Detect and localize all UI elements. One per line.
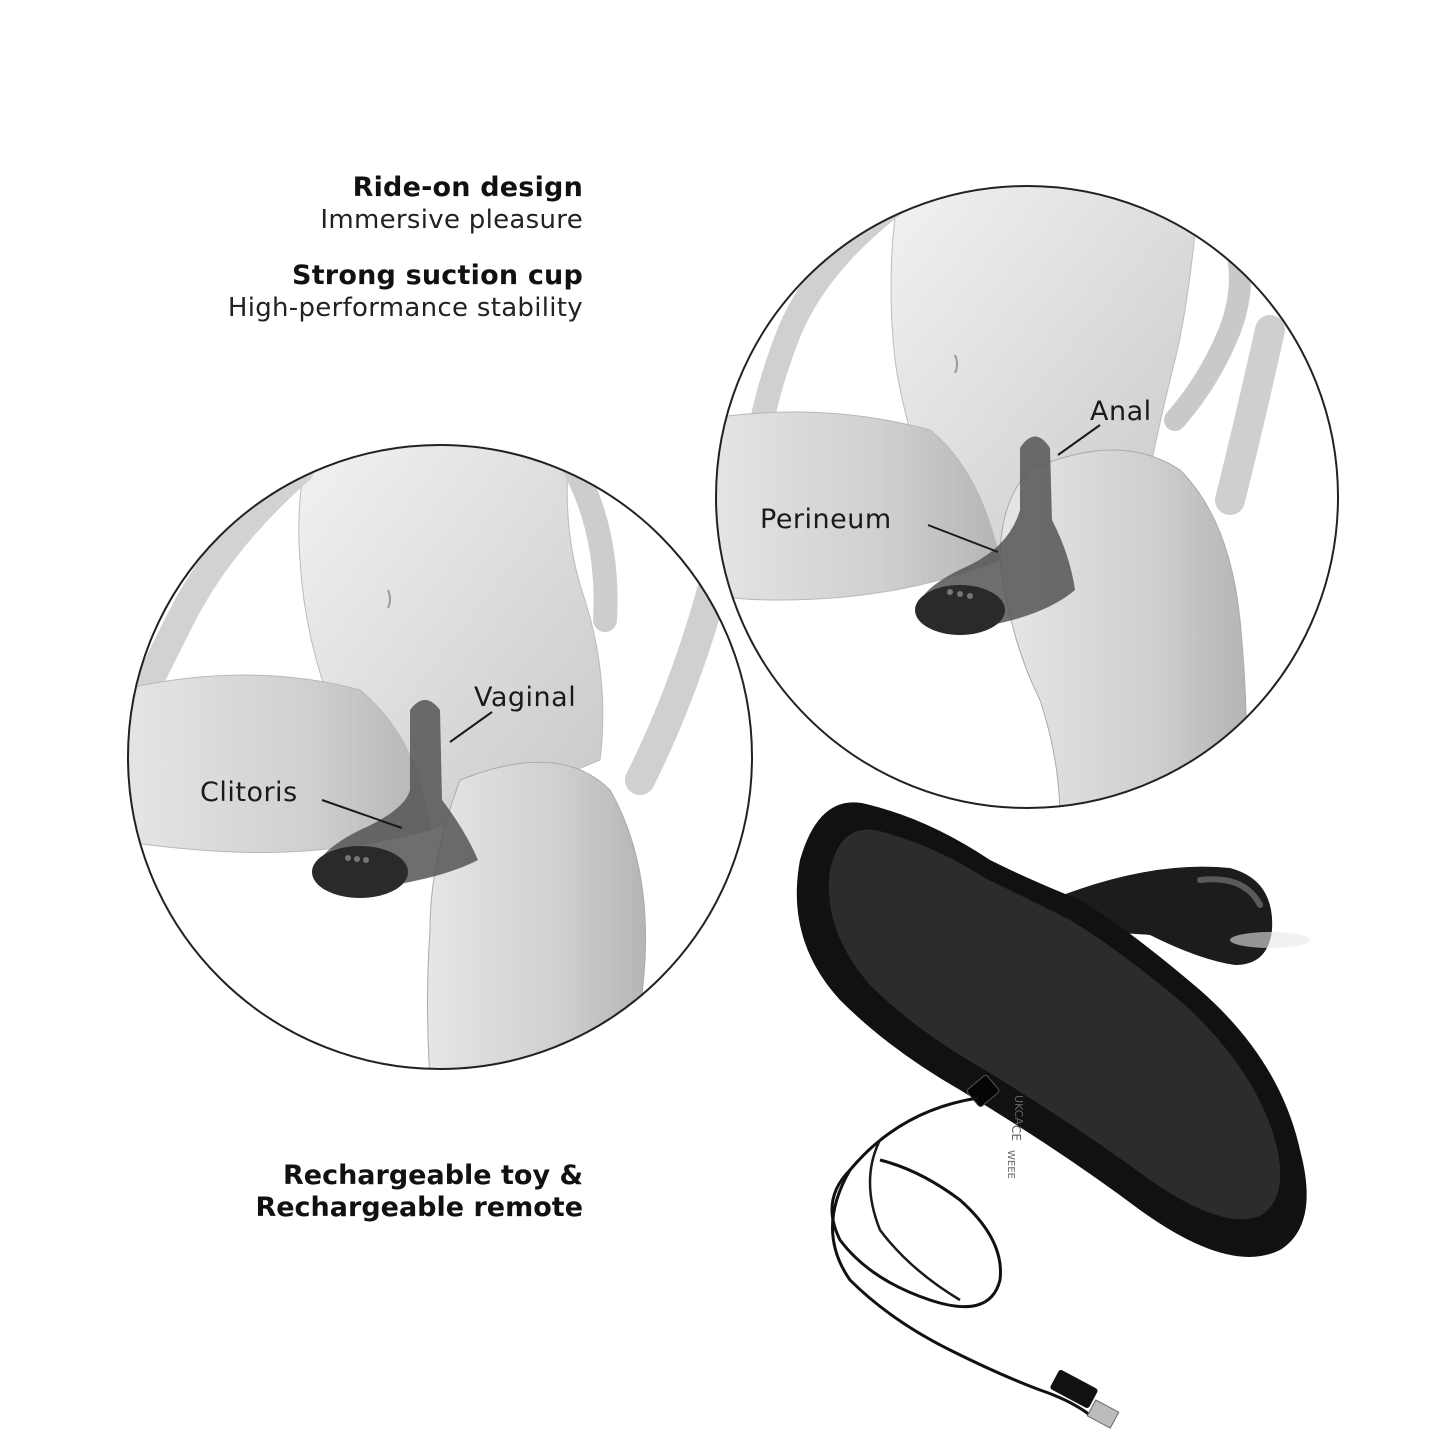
callout-line-perineum xyxy=(927,524,999,553)
callout-line-anal xyxy=(1057,424,1101,456)
callout-perineum: Perineum xyxy=(760,504,892,535)
callout-vaginal: Vaginal xyxy=(474,682,576,713)
callout-line-clitoris xyxy=(321,799,403,829)
recharge-line-1: Rechargeable toy & xyxy=(282,1160,583,1191)
feature-title: Strong suction cup xyxy=(292,260,583,291)
marking-ce: CE xyxy=(1009,1125,1023,1141)
usage-circle-anal xyxy=(716,186,1338,808)
usb-cable xyxy=(830,1096,1120,1429)
circle-outline xyxy=(127,444,753,1070)
feature-ride-on: Ride-on design Immersive pleasure xyxy=(320,172,583,236)
recharge-line-2: Rechargeable remote xyxy=(255,1192,583,1223)
circle-outline xyxy=(715,185,1339,809)
callout-clitoris: Clitoris xyxy=(200,777,298,808)
product-device: UKCA CE WEEE xyxy=(796,802,1310,1257)
callout-anal: Anal xyxy=(1090,396,1152,427)
recharge-note: Rechargeable toy & Rechargeable remote xyxy=(255,1160,583,1224)
marking-weee: WEEE xyxy=(1005,1150,1016,1179)
marking-ukca: UKCA xyxy=(1012,1095,1025,1125)
usage-circle-vaginal xyxy=(128,445,752,1069)
feature-suction-cup: Strong suction cup High-performance stab… xyxy=(228,260,583,324)
usb-connector xyxy=(1086,1399,1120,1429)
feature-subtitle: High-performance stability xyxy=(227,293,583,323)
usb-plug xyxy=(1050,1370,1098,1408)
callout-line-vaginal xyxy=(449,711,493,743)
feature-subtitle: Immersive pleasure xyxy=(320,205,583,235)
feature-title: Ride-on design xyxy=(352,172,583,203)
